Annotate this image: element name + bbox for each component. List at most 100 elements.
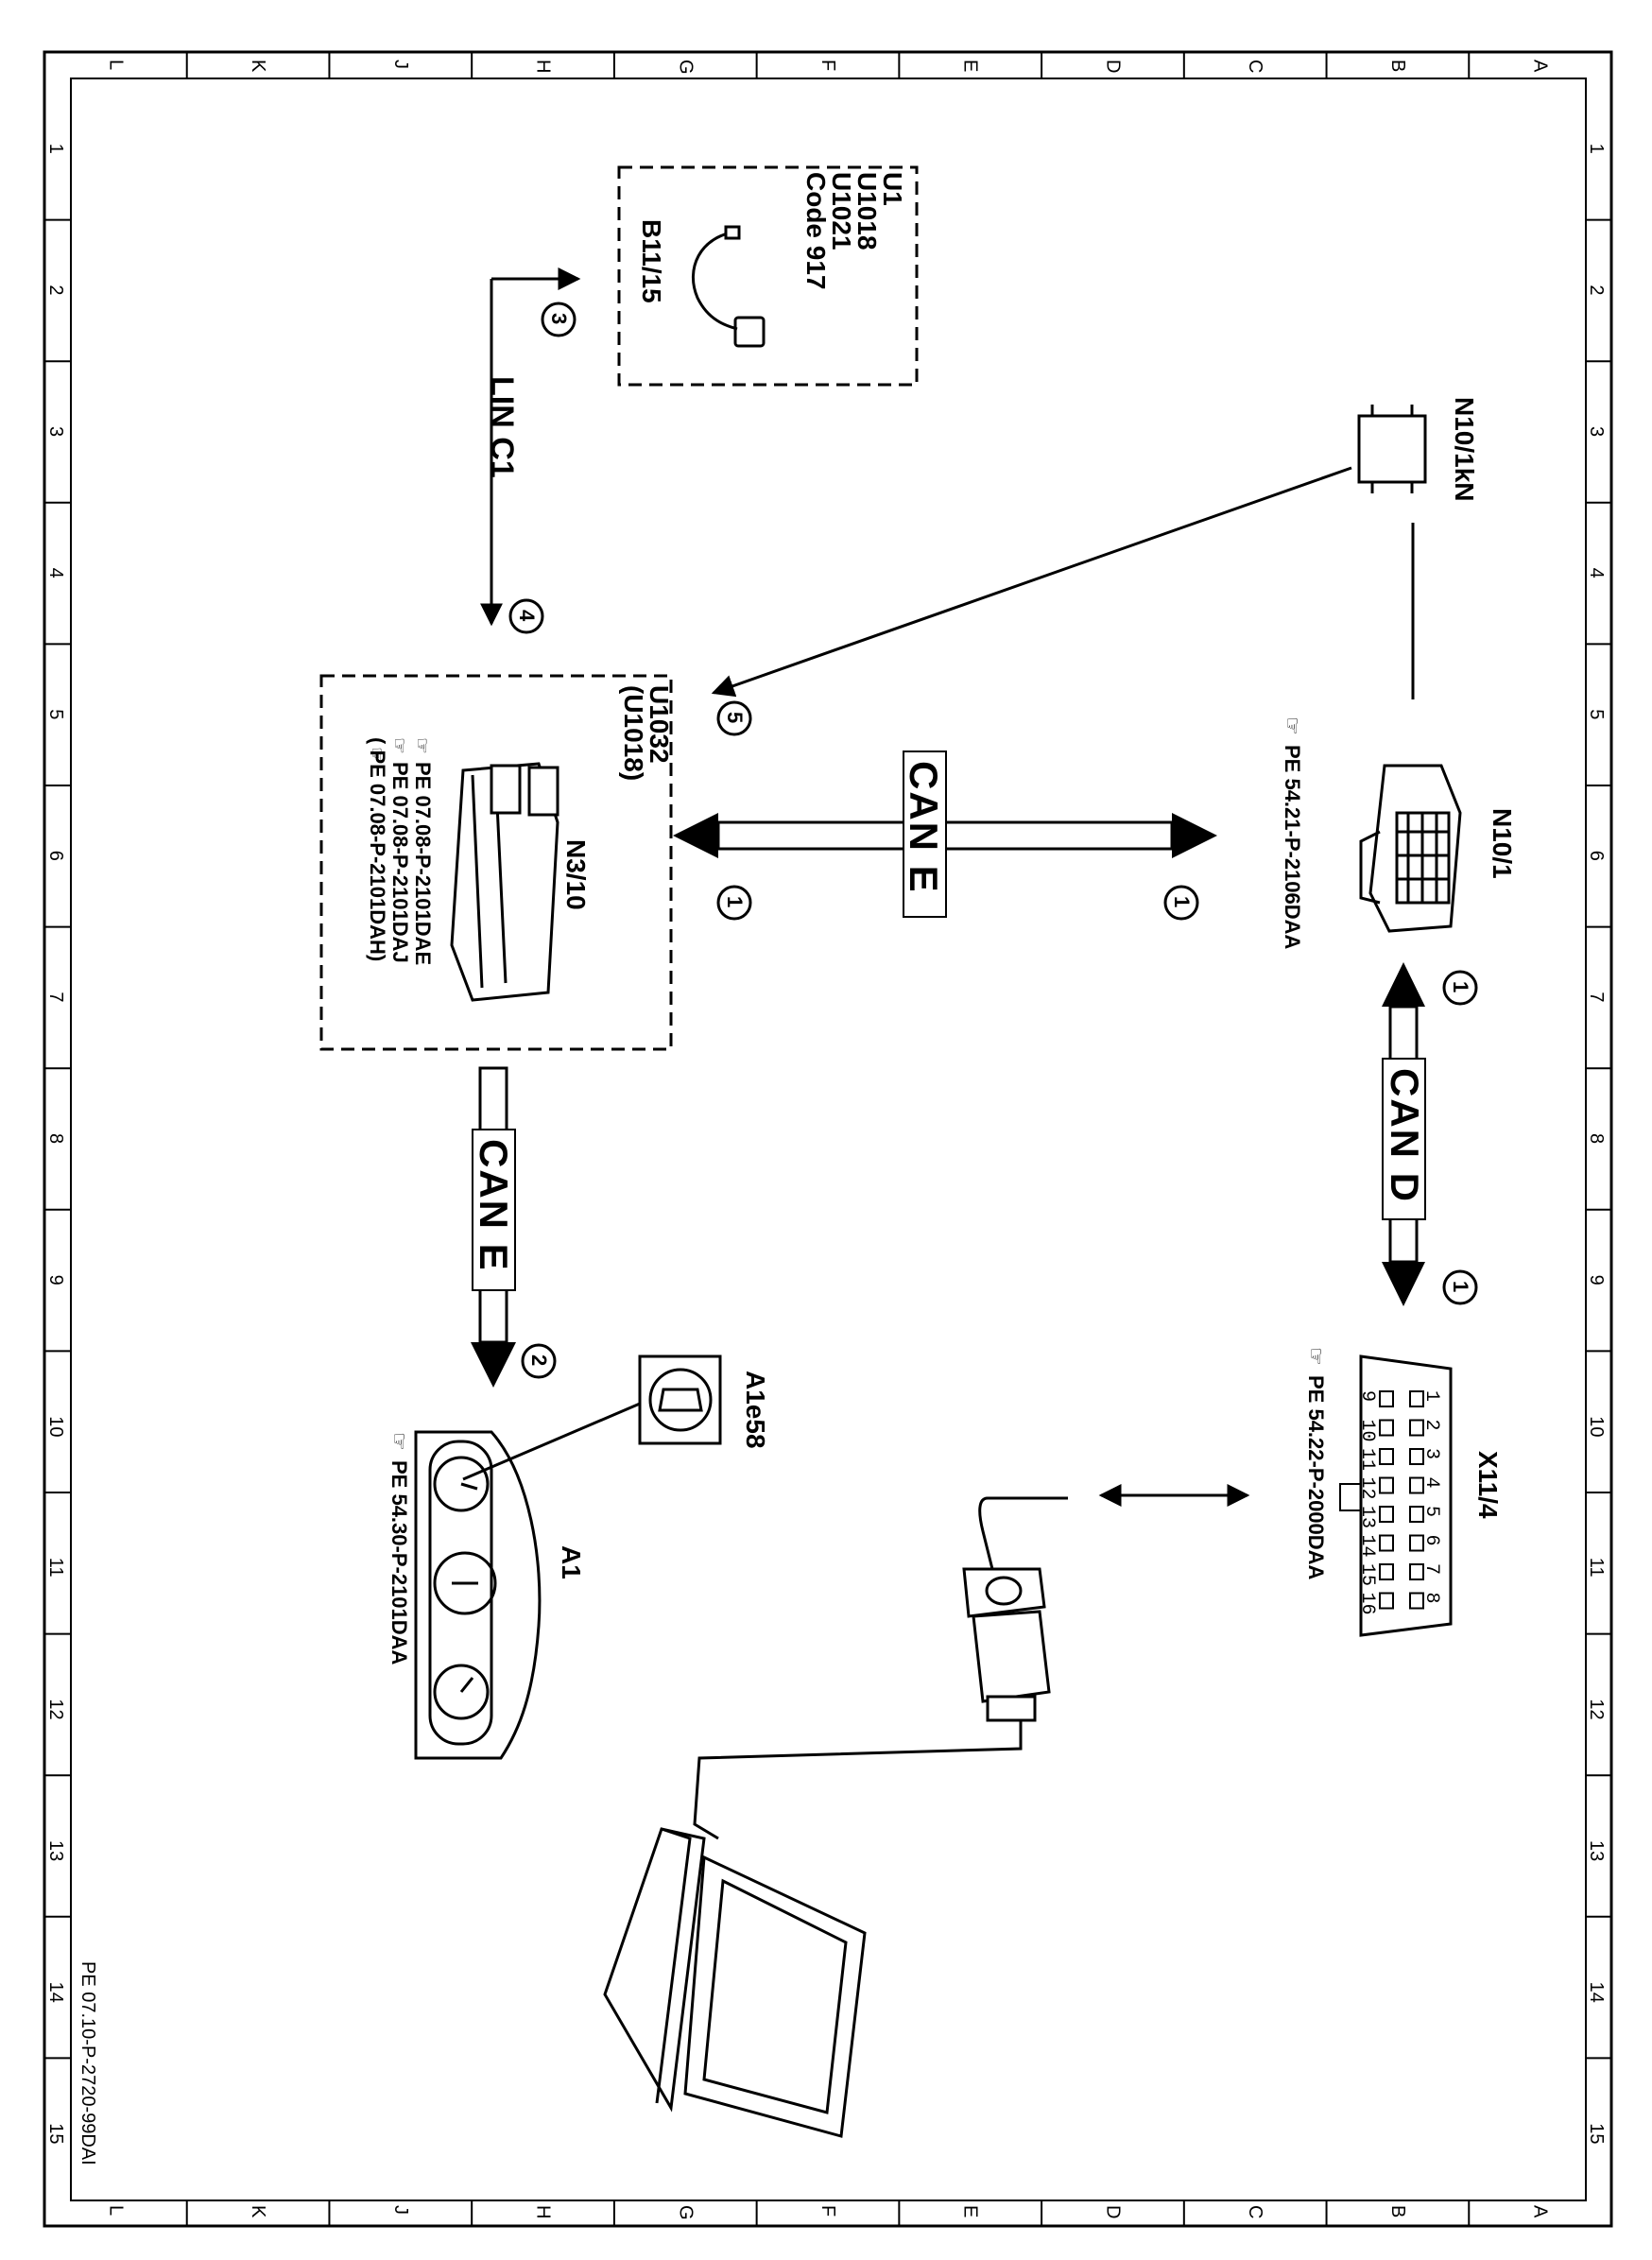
grid-row-label-right: 9 — [1586, 1275, 1607, 1285]
pin-number: 16 — [1356, 1593, 1378, 1615]
marker-1-can-d-top: 1 — [1442, 970, 1478, 1006]
pin-number: 1 — [1420, 1390, 1442, 1402]
pin-socket — [1409, 1534, 1424, 1552]
pin-number: 15 — [1356, 1563, 1378, 1586]
grid-row-label-left: 13 — [45, 1840, 66, 1861]
grid-row-label-left: 10 — [45, 1416, 66, 1437]
a1e58-indicator-icon — [638, 1354, 722, 1445]
pin-number: 6 — [1420, 1535, 1442, 1546]
grid-row-label-left: 6 — [45, 851, 66, 861]
grid-row-label-left: 15 — [45, 2123, 66, 2144]
can-e-horizontal-bus: CAN E — [673, 750, 1217, 918]
pin-socket — [1409, 1390, 1424, 1407]
svg-text:3: 3 — [547, 313, 571, 324]
pin-socket — [1379, 1476, 1394, 1494]
grid-row-label-left: 4 — [45, 568, 66, 578]
a1e58-label: A1e58 — [741, 1371, 770, 1449]
n3-10-group: U1032 (U1018) N3/10 ☞ PE 07.08-P-2101DAE… — [319, 674, 674, 1051]
n3-10-ref-2: PE 07.08-P-2101DAJ — [388, 762, 412, 963]
pin-socket — [1379, 1563, 1394, 1580]
grid-col-label-top: E — [960, 60, 981, 72]
grid-col-label-top: A — [1530, 60, 1551, 73]
svg-text:4: 4 — [515, 610, 539, 622]
a1-ref-text: PE 54.30-P-2101DAA — [387, 1460, 411, 1665]
grid-row-label-left: 11 — [45, 1558, 66, 1578]
diagnostic-cable-icon — [693, 1496, 1068, 1840]
code-917: Code 917 — [801, 172, 831, 290]
grid-col-label-top: J — [390, 60, 411, 69]
grid-col-label-bottom: E — [960, 2205, 981, 2217]
lin-c1-bus: LIN C1 — [480, 267, 581, 627]
svg-text:1: 1 — [723, 896, 747, 907]
grid-row-label-right: 4 — [1586, 568, 1607, 578]
svg-text:2: 2 — [527, 1354, 551, 1366]
grid-row-label-left: 9 — [45, 1275, 66, 1285]
a1-instrument-cluster-icon — [414, 1430, 542, 1760]
ecu-icon — [450, 762, 559, 1002]
can-d-label: CAN D — [1383, 1068, 1427, 1203]
grid-row-label-left: 3 — [45, 426, 66, 437]
marker-1-can-e-left: 1 — [716, 885, 752, 921]
n3-10-ref-3: ( PE 07.08-P-2101DAH) — [366, 737, 389, 961]
grid-col-label-bottom: B — [1387, 2205, 1408, 2217]
reference-hand-icon: ☞ — [411, 737, 432, 754]
pin-socket — [1409, 1419, 1424, 1437]
laptop-icon — [603, 1827, 867, 2138]
pin-number: 3 — [1420, 1448, 1442, 1459]
n10-1-label: N10/1 — [1488, 808, 1517, 879]
pin-number: 2 — [1420, 1420, 1442, 1431]
n3-10-label: N3/10 — [561, 839, 591, 910]
relay-to-n3-10-arrow — [711, 466, 1352, 698]
grid-col-label-bottom: F — [817, 2205, 838, 2217]
b11-15-label: B11/15 — [637, 219, 666, 303]
pin-number: 14 — [1356, 1535, 1378, 1558]
grid-col-label-bottom: L — [105, 2205, 126, 2216]
grid-col-label-top: C — [1245, 60, 1265, 73]
pin-number: 9 — [1356, 1390, 1378, 1402]
pin-number: 11 — [1356, 1448, 1378, 1471]
grid-col-label-top: G — [675, 60, 696, 75]
grid-col-label-bottom: A — [1530, 2205, 1551, 2218]
grid-row-label-left: 2 — [45, 285, 66, 295]
pin-number: 7 — [1420, 1563, 1442, 1575]
grid-col-label-top: H — [533, 60, 554, 73]
n10-1-module-icon — [1359, 764, 1462, 933]
reference-hand-icon: ☞ — [366, 747, 387, 764]
grid-row-label-left: 12 — [45, 1699, 66, 1719]
u1-b11-15-group: U1 U1018 U1021 Code 917 B11/15 — [617, 165, 919, 387]
can-e-horizontal-label: CAN E — [902, 761, 946, 894]
grid-col-label-top: L — [105, 60, 126, 70]
lin-c1-label: LIN C1 — [484, 376, 520, 478]
grid-col-label-top: D — [1102, 60, 1123, 73]
pin-socket — [1379, 1506, 1394, 1523]
pin-number: 10 — [1356, 1420, 1378, 1442]
x11-4-ref-text: PE 54.22-P-2000DAA — [1304, 1375, 1328, 1580]
sensor-b11-15-icon — [692, 225, 766, 348]
n10-1-ref-text: PE 54.21-P-2106DAA — [1281, 745, 1304, 950]
svg-text:1: 1 — [1449, 1281, 1472, 1292]
grid-col-label-bottom: D — [1102, 2205, 1123, 2218]
grid-col-label-bottom: C — [1245, 2205, 1265, 2218]
document-id: PE 07.10-P-2720-99DAI — [77, 1961, 98, 2165]
reference-hand-icon: ☞ — [1281, 716, 1304, 735]
n3-10-variants: U1032 (U1018) — [619, 685, 674, 781]
grid-row-label-left: 14 — [45, 1982, 66, 2003]
grid-row-label-left: 1 — [45, 144, 66, 154]
pin-socket — [1409, 1476, 1424, 1494]
svg-text:1: 1 — [1449, 981, 1472, 992]
grid-row-label-right: 5 — [1586, 709, 1607, 719]
u1-code: U1 — [878, 172, 907, 206]
pin-number: 4 — [1420, 1477, 1442, 1489]
grid-row-label-right: 6 — [1586, 851, 1607, 861]
a1-label: A1 — [557, 1545, 586, 1579]
reference-hand-icon: ☞ — [1304, 1347, 1328, 1366]
can-e-vertical-bus: CAN E — [471, 1066, 516, 1388]
x11-4-label: X11/4 — [1473, 1451, 1503, 1519]
svg-text:5: 5 — [723, 712, 747, 723]
pin-number: 5 — [1420, 1506, 1442, 1517]
